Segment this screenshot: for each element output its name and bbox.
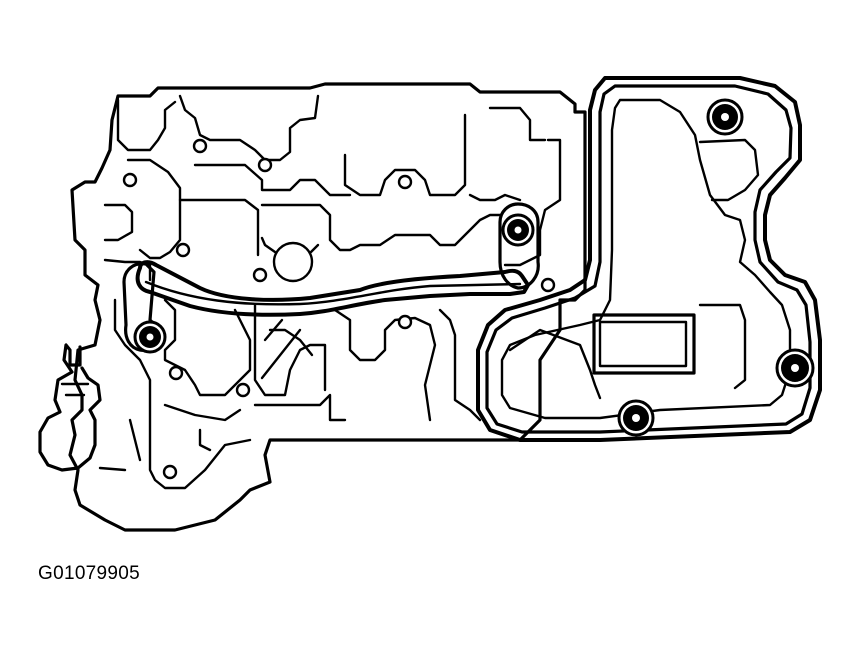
body-contour-8 — [260, 203, 502, 252]
figure-id-label: G01079905 — [38, 563, 141, 584]
locating-hole — [397, 314, 413, 330]
oil-strainer-ridge-3 — [508, 328, 602, 400]
locating-hole — [252, 267, 268, 283]
bolt — [775, 348, 815, 388]
body-contour-16 — [268, 328, 314, 357]
locating-hole — [235, 382, 251, 398]
body-contour-17 — [260, 318, 302, 380]
body-contour-14 — [163, 298, 252, 397]
oil-tube-clamp-right — [498, 202, 540, 290]
body-contour-20 — [438, 308, 482, 422]
accumulator-bore-detail — [260, 236, 320, 254]
bolt — [706, 98, 744, 136]
bolt — [617, 399, 655, 437]
solenoid-connector — [38, 343, 102, 472]
oil-strainer-inner — [500, 98, 792, 420]
oil-strainer-outer — [476, 76, 822, 442]
body-contour-7 — [178, 198, 260, 257]
locating-hole — [397, 174, 413, 190]
body-contour-18 — [333, 308, 437, 422]
locating-hole — [162, 464, 178, 480]
body-contour-19 — [253, 393, 347, 422]
bolt — [501, 213, 535, 247]
locating-hole — [192, 138, 208, 154]
bolt — [133, 320, 167, 354]
body-contour-15 — [253, 303, 327, 397]
strainer-screen-inner — [598, 320, 688, 368]
accumulator-bore — [272, 241, 314, 283]
valve-body-outline — [68, 82, 587, 532]
oil-strainer-ridge-2 — [698, 303, 747, 390]
body-contour-21 — [163, 403, 242, 452]
body-contour-1 — [116, 98, 177, 152]
body-contour-4 — [103, 203, 134, 242]
oil-tube-centerline — [144, 280, 522, 306]
body-contour-3 — [126, 158, 182, 260]
locating-hole — [257, 157, 273, 173]
solenoid-connector-inner — [60, 382, 90, 397]
body-contour-11 — [488, 106, 547, 142]
body-contour-13 — [113, 298, 252, 490]
body-contour-6 — [343, 113, 467, 197]
body-contour-22 — [98, 418, 142, 472]
locating-hole — [122, 172, 138, 188]
locating-hole — [175, 242, 191, 258]
body-contour-5 — [193, 163, 352, 197]
locating-hole — [540, 277, 556, 293]
body-contour-2 — [178, 94, 320, 162]
oil-strainer-rim — [485, 84, 812, 434]
body-contour-10 — [503, 138, 562, 267]
oil-tube — [135, 260, 530, 317]
strainer-screen-outer — [592, 313, 696, 375]
oil-strainer-ridge — [698, 138, 760, 202]
locating-hole — [168, 365, 184, 381]
body-contour-9 — [468, 193, 522, 202]
